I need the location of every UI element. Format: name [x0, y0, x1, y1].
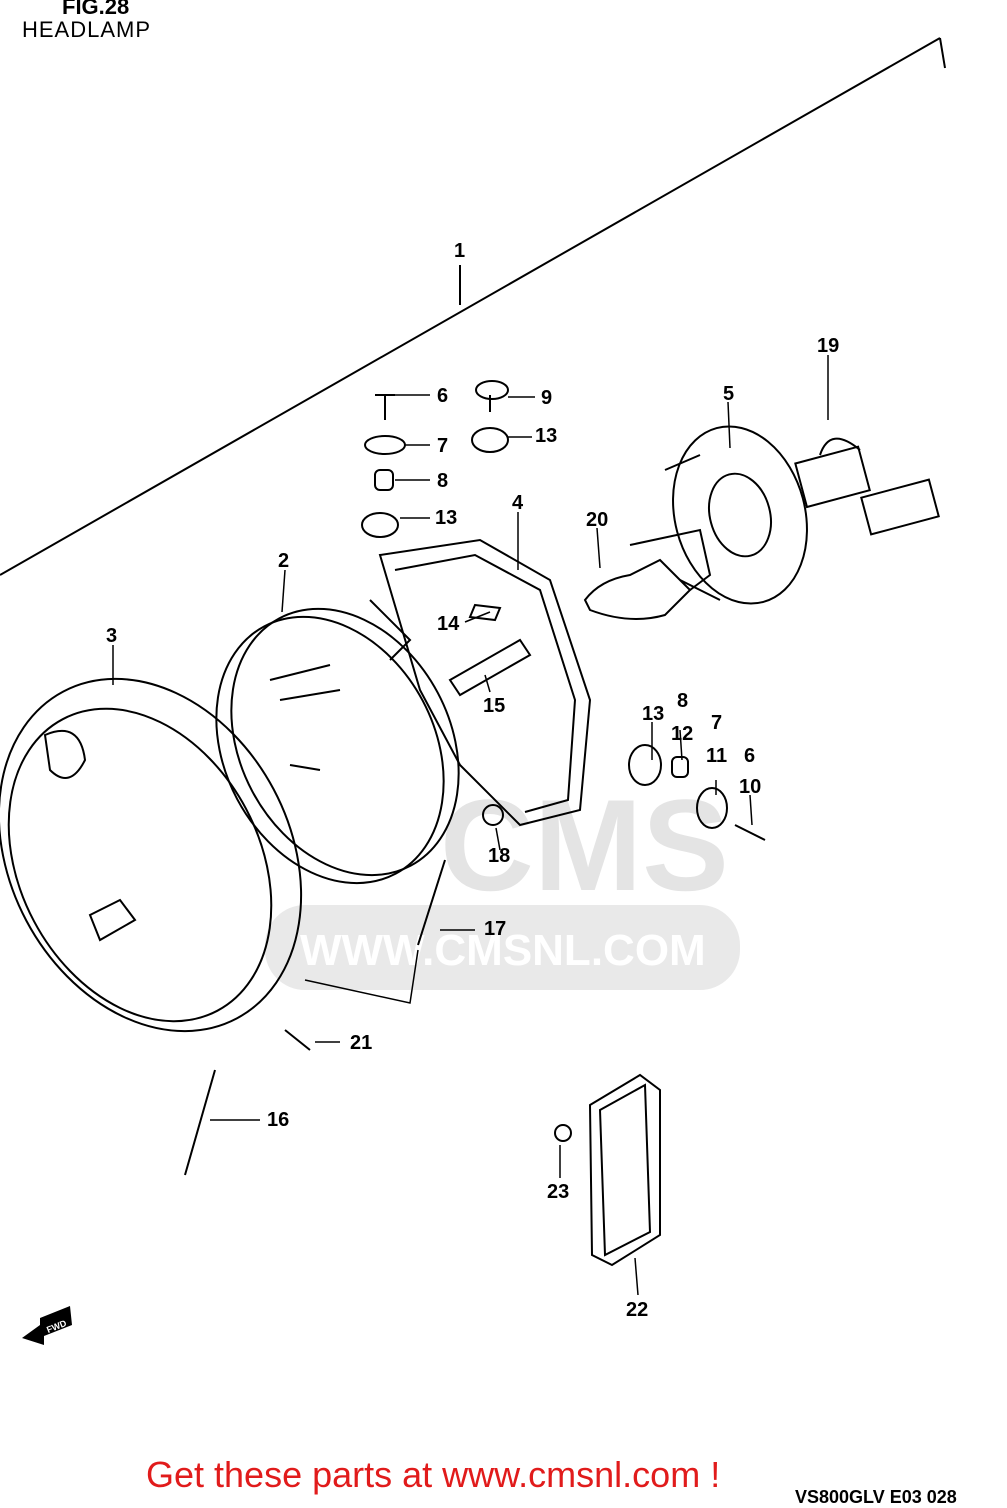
part-13-cushion-upper — [361, 512, 399, 538]
watermark: CMS WWW.CMSNL.COM — [265, 772, 740, 990]
diagram-title: HEADLAMP — [22, 17, 152, 42]
callout-23: 23 — [547, 1181, 569, 1203]
callout-21: 21 — [350, 1032, 372, 1054]
callout-7-top: 7 — [437, 435, 448, 457]
part-23-nut — [554, 1124, 572, 1142]
part-14-nut — [468, 603, 502, 622]
assembly-bracket-line — [0, 37, 946, 576]
part-15-plate — [448, 638, 532, 697]
part-19-connector — [794, 437, 940, 536]
callout-2: 2 — [278, 550, 289, 572]
part-12-collar-right — [671, 756, 689, 778]
callout-11: 11 — [706, 745, 727, 767]
callout-4: 4 — [512, 492, 524, 514]
part-5-socket-housing — [664, 425, 808, 605]
callout-8-right: 8 — [677, 690, 688, 712]
callout-9: 9 — [541, 387, 552, 409]
callout-1: 1 — [454, 240, 465, 262]
callout-6-right: 6 — [744, 745, 755, 767]
part-13-cushion-top — [471, 427, 509, 453]
part-18-nut-lower — [482, 804, 504, 826]
callout-13-upper-left: 13 — [435, 507, 457, 529]
callout-14: 14 — [437, 613, 460, 635]
part-3-headlamp-housing — [0, 677, 303, 1033]
watermark-logo: CMS — [440, 772, 729, 918]
callout-17: 17 — [484, 918, 506, 940]
leader-lines — [112, 355, 829, 1296]
callout-20: 20 — [586, 509, 608, 531]
callout-18: 18 — [488, 845, 510, 867]
callout-labels: 1 2 3 4 5 6 7 8 9 13 13 14 15 19 20 13 8… — [106, 240, 839, 1321]
callout-7-right: 7 — [711, 712, 722, 734]
part-16-screw-long — [184, 1069, 216, 1176]
part-6-screw — [375, 394, 395, 420]
callout-12: 12 — [671, 723, 693, 745]
part-20-bulb — [583, 528, 712, 620]
fwd-arrow-icon: FWD — [22, 1306, 72, 1345]
diagram-ref-code: VS800GLV E03 028 — [795, 1487, 957, 1507]
part-7-washer — [364, 435, 406, 455]
watermark-url-bg — [265, 905, 740, 990]
fig-title: FIG.28 — [62, 0, 130, 19]
callout-22: 22 — [626, 1299, 648, 1321]
part-9-grommet — [475, 380, 509, 412]
part-21-screw — [284, 1029, 311, 1051]
callout-15: 15 — [483, 695, 505, 717]
callout-13-right: 13 — [642, 703, 664, 725]
callout-5: 5 — [723, 383, 734, 405]
callout-6-top: 6 — [437, 385, 448, 407]
part-11-washer-right — [696, 787, 728, 829]
callout-10: 10 — [739, 776, 761, 798]
footer-cta[interactable]: Get these parts at www.cmsnl.com ! — [146, 1454, 721, 1495]
callout-16: 16 — [267, 1109, 289, 1131]
callout-8-top: 8 — [437, 470, 448, 492]
part-22-reflector — [588, 1073, 661, 1267]
callout-13-top-right: 13 — [535, 425, 557, 447]
part-4-mounting-bracket — [369, 538, 592, 827]
part-13-cushion-right — [628, 744, 662, 786]
callout-19: 19 — [817, 335, 839, 357]
watermark-url: WWW.CMSNL.COM — [300, 926, 706, 975]
part-10-screw-right — [734, 824, 766, 841]
part-8-collar — [374, 469, 394, 491]
part-2-lens-unit — [215, 607, 460, 885]
callout-3: 3 — [106, 625, 117, 647]
part-17-spring — [417, 859, 446, 946]
